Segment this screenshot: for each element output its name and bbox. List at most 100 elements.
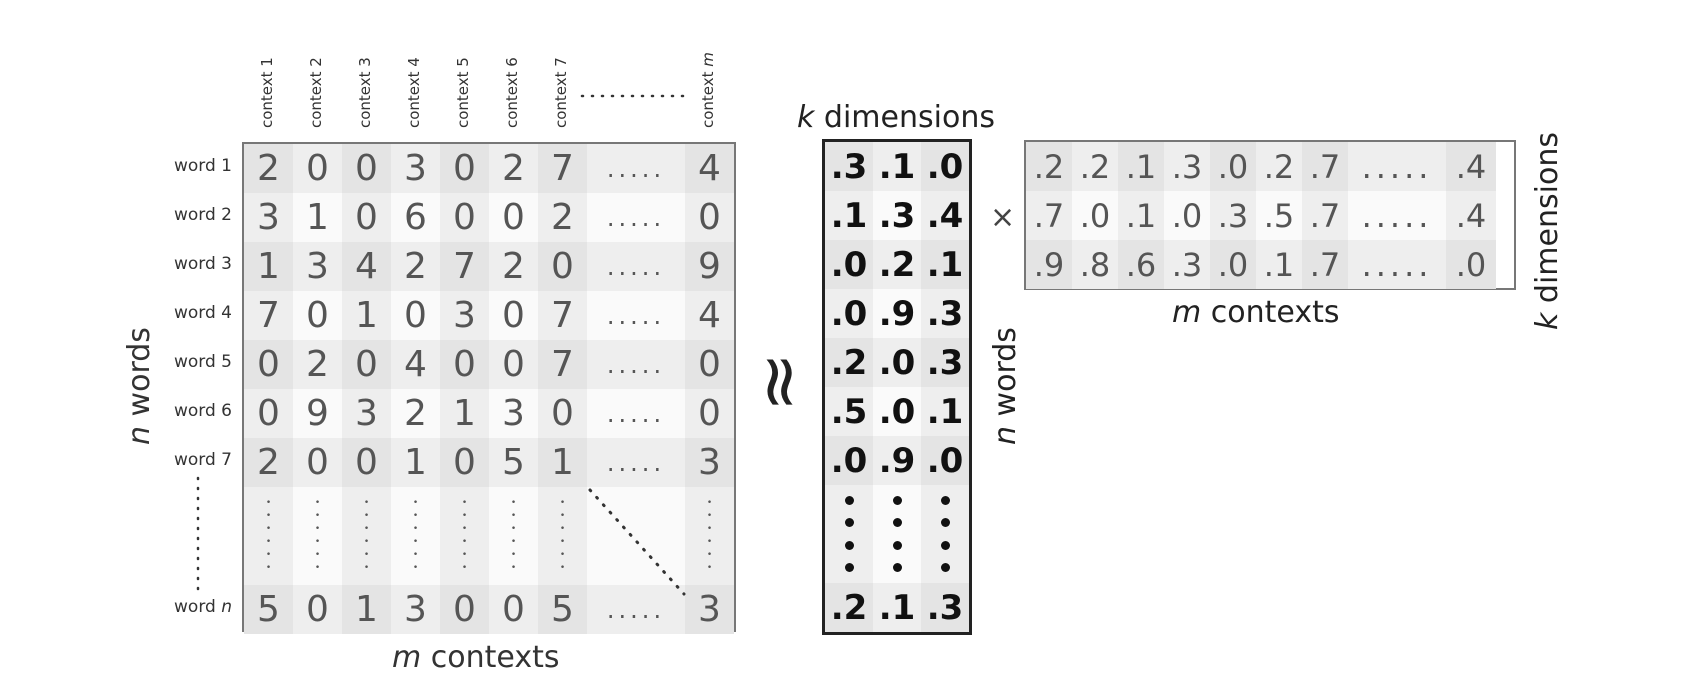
matrix-dots-cell: •••••• — [342, 487, 391, 585]
matrix-cell: 0 — [342, 340, 391, 389]
matrix-dots-cell: •••••• — [293, 487, 342, 585]
v-cell: .7 — [1026, 191, 1072, 240]
column-header: context 4 — [405, 57, 423, 128]
row-label: word 4 — [173, 303, 232, 323]
column-header: context 5 — [454, 57, 472, 128]
matrix-cell: 3 — [391, 585, 440, 634]
matrix-cell: 7 — [244, 291, 293, 340]
u-vertical-dots — [844, 490, 854, 578]
matrix-cell: 4 — [342, 242, 391, 291]
matrix-cell: 2 — [538, 193, 587, 242]
v-ellipsis: ..... — [1348, 142, 1446, 191]
matrix-cell: 0 — [342, 144, 391, 193]
matrix-cell: 5 — [489, 438, 538, 487]
u-cell: .3 — [921, 289, 969, 338]
u-cell: .9 — [873, 289, 921, 338]
matrix-cell: 9 — [293, 389, 342, 438]
u-cell: .1 — [825, 191, 873, 240]
v-cell: .0 — [1210, 240, 1256, 289]
matrix-cell: 1 — [342, 291, 391, 340]
u-cell: .0 — [873, 387, 921, 436]
matrix-cell: 0 — [293, 291, 342, 340]
vertical-dots: •••••• — [265, 497, 272, 574]
u-cell: .0 — [921, 142, 969, 191]
matrix-cell: 1 — [440, 389, 489, 438]
matrix-cell: 1 — [538, 438, 587, 487]
u-dots-cell — [873, 485, 921, 583]
u-cell: .1 — [873, 583, 921, 632]
column-header: context 3 — [356, 57, 374, 128]
matrix-cell: 9 — [685, 242, 734, 291]
matrix-cell: 0 — [489, 340, 538, 389]
u-cell: .0 — [825, 240, 873, 289]
row-label-last: word n — [174, 597, 232, 617]
column-header: context 7 — [552, 57, 570, 128]
v-cell: .4 — [1446, 142, 1496, 191]
matrix-cell: 0 — [489, 291, 538, 340]
v-cell: .0 — [1164, 191, 1210, 240]
matrix-cell: 1 — [244, 242, 293, 291]
dimension-context-matrix: .2.2.1.3.0.2.7......4.7.0.1.0.3.5.7.....… — [1024, 140, 1516, 290]
matrix-cell: 1 — [391, 438, 440, 487]
matrix-dots-cell: •••••• — [244, 487, 293, 585]
matrix-cell: 3 — [244, 193, 293, 242]
matrix-cell: 1 — [293, 193, 342, 242]
row-label: word 5 — [173, 352, 232, 372]
matrix-cell: 0 — [440, 193, 489, 242]
matrix-cell: 0 — [244, 340, 293, 389]
matrix-cell: 7 — [538, 340, 587, 389]
column-header: context 2 — [307, 57, 325, 128]
m-contexts-label: m contexts — [392, 640, 560, 675]
v-cell: .1 — [1118, 191, 1164, 240]
k-dimensions-label-right: k dimensions — [1530, 132, 1565, 330]
matrix-cell: 1 — [342, 585, 391, 634]
matrix-cell: 0 — [489, 585, 538, 634]
word-dimension-matrix: .3.1.0.1.3.4.0.2.1.0.9.3.2.0.3.5.0.1.0.9… — [822, 139, 972, 635]
matrix-ellipsis: ..... — [587, 144, 685, 193]
v-cell: .3 — [1210, 191, 1256, 240]
matrix-cell: 0 — [244, 389, 293, 438]
u-cell: .0 — [921, 436, 969, 485]
matrix-cell: 0 — [342, 438, 391, 487]
vertical-dots: •••••• — [510, 497, 517, 574]
vertical-dots: •••••• — [412, 497, 419, 574]
matrix-cell: 4 — [685, 144, 734, 193]
vertical-dots: •••••• — [363, 497, 370, 574]
row-label: word 1 — [173, 156, 232, 176]
v-cell: .1 — [1256, 240, 1302, 289]
v-cell: .8 — [1072, 240, 1118, 289]
matrix-cell: 0 — [440, 144, 489, 193]
matrix-ellipsis: ..... — [587, 242, 685, 291]
v-cell: .2 — [1026, 142, 1072, 191]
v-ellipsis: ..... — [1348, 240, 1446, 289]
matrix-dots-cell: •••••• — [538, 487, 587, 585]
v-cell: .2 — [1256, 142, 1302, 191]
matrix-cell: 3 — [440, 291, 489, 340]
u-cell: .0 — [873, 338, 921, 387]
v-cell: .0 — [1072, 191, 1118, 240]
u-cell: .0 — [825, 289, 873, 338]
matrix-cell: 0 — [685, 340, 734, 389]
matrix-ellipsis: ..... — [587, 585, 685, 634]
matrix-ellipsis: ..... — [587, 389, 685, 438]
matrix-cell: 3 — [342, 389, 391, 438]
matrix-cell: 5 — [244, 585, 293, 634]
matrix-cell: 3 — [293, 242, 342, 291]
n-words-label: n words — [122, 327, 157, 445]
matrix-cell: 0 — [293, 438, 342, 487]
u-cell: .5 — [825, 387, 873, 436]
matrix-ellipsis: ..... — [587, 291, 685, 340]
row-label: word 7 — [173, 450, 232, 470]
u-cell: .3 — [873, 191, 921, 240]
matrix-cell: 0 — [538, 389, 587, 438]
v-cell: .0 — [1446, 240, 1496, 289]
matrix-cell: 0 — [489, 193, 538, 242]
matrix-cell: 0 — [440, 340, 489, 389]
v-cell: .5 — [1256, 191, 1302, 240]
matrix-dots-cell: •••••• — [489, 487, 538, 585]
matrix-cell: 0 — [342, 193, 391, 242]
matrix-ellipsis: ..... — [587, 438, 685, 487]
v-cell: .6 — [1118, 240, 1164, 289]
v-cell: .7 — [1302, 240, 1348, 289]
matrix-dots-cell: •••••• — [685, 487, 734, 585]
